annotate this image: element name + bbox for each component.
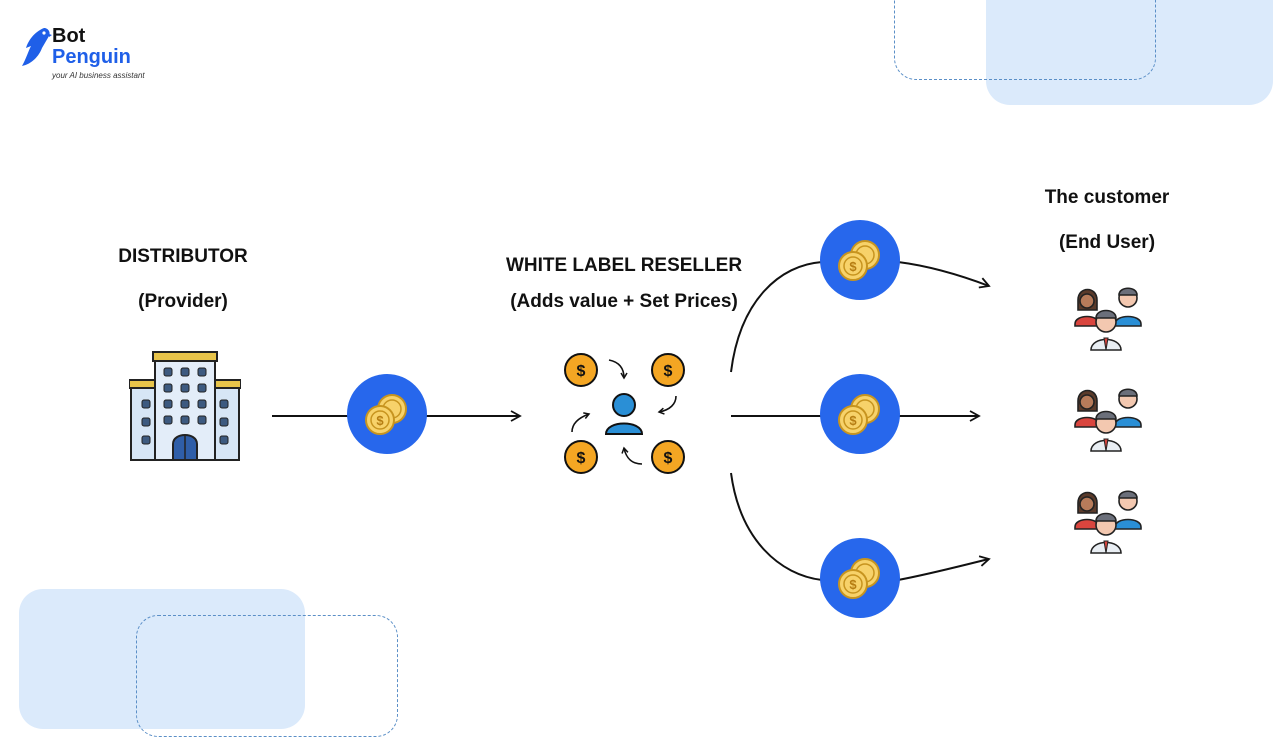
coins-icon: $ (820, 538, 900, 618)
branch-bottom-arrow (897, 555, 991, 581)
coin-symbol: $ (664, 450, 673, 467)
branch-top-curve (730, 261, 823, 373)
building-icon (129, 351, 241, 461)
distributor-title: DISTRIBUTOR (118, 246, 248, 267)
reseller-title: WHITE LABEL RESELLER (505, 255, 743, 276)
customer-group-icon (1074, 287, 1142, 351)
logo: Bot Penguin your AI business assistant (18, 26, 148, 82)
coin-top-left-icon: $ (564, 353, 598, 387)
coin-symbol: $ (664, 363, 673, 380)
distributor-subtitle: (Provider) (138, 291, 228, 312)
coins-icon: $ (820, 374, 900, 454)
coin-bottom-left-icon: $ (564, 440, 598, 474)
logo-word-penguin: Penguin (52, 46, 131, 68)
decor-panel-top-right (986, 0, 1273, 105)
decor-dashed-top-right (894, 0, 1156, 80)
coin-symbol: $ (577, 363, 586, 380)
reseller-cluster: $ $ $ $ (564, 353, 685, 474)
person-icon (604, 393, 644, 435)
svg-text:$: $ (849, 577, 857, 592)
flow-connectors (272, 261, 991, 581)
logo-tagline: your AI business assistant (52, 71, 145, 80)
customer-group-icon (1074, 388, 1142, 452)
svg-text:$: $ (849, 413, 857, 428)
coin-symbol: $ (577, 450, 586, 467)
coins-icon: $ (347, 374, 427, 454)
coin-top-right-icon: $ (651, 353, 685, 387)
reseller-subtitle: (Adds value + Set Prices) (510, 291, 738, 312)
coins-icon: $ (820, 220, 900, 300)
svg-text:$: $ (849, 259, 857, 274)
logo-word-bot: Bot (52, 25, 86, 47)
penguin-logo-icon (22, 28, 52, 66)
branch-top-arrow (897, 261, 991, 289)
customer-title: The customer (1044, 187, 1170, 208)
coin-bottom-right-icon: $ (651, 440, 685, 474)
svg-text:$: $ (376, 413, 384, 428)
cycle-arrows-icon (571, 359, 677, 465)
branch-bottom-curve (730, 472, 823, 581)
customer-group-icon (1074, 490, 1142, 554)
customer-subtitle: (End User) (1058, 232, 1156, 253)
